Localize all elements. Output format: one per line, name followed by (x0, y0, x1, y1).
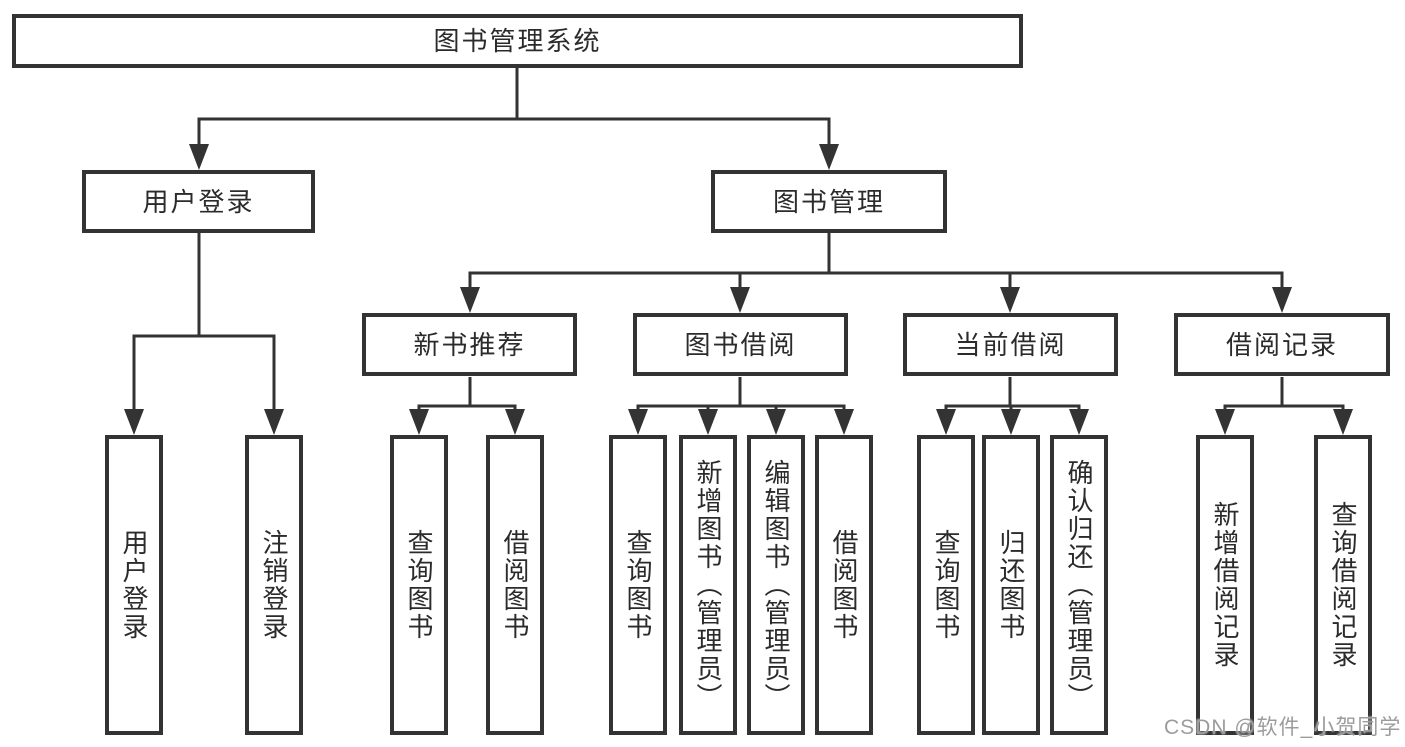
leaf-borrow-books-borrowing-label: 借阅图书 (829, 529, 859, 641)
connector-borrow-records-branch (1223, 377, 1345, 412)
arrow-down-icon (189, 144, 209, 170)
leaf-add-borrow-record-label: 新增借阅记录 (1210, 501, 1240, 669)
leaf-logout: 注销登录 (245, 435, 303, 735)
arrow-down-icon (936, 409, 956, 435)
arrow-down-icon (1333, 409, 1353, 435)
leaf-return-books-label: 归还图书 (996, 529, 1026, 641)
leaf-query-borrow-record: 查询借阅记录 (1314, 435, 1372, 735)
node-book-borrowing-label: 图书借阅 (684, 329, 797, 360)
connector-level2-bar (197, 117, 831, 150)
arrow-down-icon (505, 409, 525, 435)
leaf-query-books-borrowing-label: 查询图书 (623, 529, 653, 641)
leaf-borrow-books-recommend-label: 借阅图书 (500, 529, 530, 641)
node-book-management-system-label: 图书管理系统 (433, 26, 602, 56)
leaf-edit-book-admin: 编辑图书（管理员） (747, 435, 805, 735)
arrow-down-icon (1215, 409, 1235, 435)
leaf-return-books: 归还图书 (982, 435, 1040, 735)
leaf-user-login-label: 用户登录 (119, 529, 149, 641)
leaf-borrow-books-borrowing: 借阅图书 (815, 435, 873, 735)
node-user-login-label: 用户登录 (142, 186, 255, 217)
arrow-down-icon (1001, 409, 1021, 435)
node-book-management-system: 图书管理系统 (12, 14, 1023, 68)
arrow-down-icon (698, 409, 718, 435)
arrow-down-icon (766, 409, 786, 435)
leaf-query-books-recommend: 查询图书 (390, 435, 448, 735)
connector-level3-bar (468, 271, 1284, 291)
leaf-query-books-borrowing: 查询图书 (609, 435, 667, 735)
arrow-down-icon (628, 409, 648, 435)
arrow-down-icon (409, 409, 429, 435)
connector-new-book-branch (417, 377, 517, 412)
watermark: CSDN @软件_小贺同学 (1164, 716, 1402, 739)
arrow-down-icon (819, 144, 839, 170)
leaf-edit-book-admin-label: 编辑图书（管理员） (761, 459, 791, 711)
leaf-query-borrow-record-label: 查询借阅记录 (1328, 501, 1358, 669)
node-book-borrowing: 图书借阅 (633, 313, 848, 376)
leaf-add-book-admin: 新增图书（管理员） (679, 435, 737, 735)
node-current-borrowing: 当前借阅 (903, 313, 1118, 376)
arrow-down-icon (124, 409, 144, 435)
arrow-down-icon (264, 409, 284, 435)
leaf-query-books-recommend-label: 查询图书 (404, 529, 434, 641)
node-new-book-recommend-label: 新书推荐 (413, 329, 526, 360)
leaf-logout-label: 注销登录 (259, 529, 289, 641)
leaf-add-book-admin-label: 新增图书（管理员） (693, 459, 723, 711)
arrow-down-icon (1069, 409, 1089, 435)
leaf-user-login: 用户登录 (105, 435, 163, 735)
leaf-confirm-return-admin: 确认归还（管理员） (1050, 435, 1108, 735)
leaf-borrow-books-recommend: 借阅图书 (486, 435, 544, 735)
leaf-query-books-current: 查询图书 (917, 435, 975, 735)
node-borrowing-records: 借阅记录 (1174, 313, 1390, 376)
node-current-borrowing-label: 当前借阅 (954, 329, 1067, 360)
connector-current-borrow-branch (944, 377, 1081, 412)
leaf-add-borrow-record: 新增借阅记录 (1196, 435, 1254, 735)
arrow-down-icon (460, 287, 480, 313)
leaf-confirm-return-admin-label: 确认归还（管理员） (1064, 459, 1094, 711)
node-borrowing-records-label: 借阅记录 (1225, 329, 1338, 360)
connector-book-borrow-branch (636, 377, 846, 412)
arrow-down-icon (834, 409, 854, 435)
node-new-book-recommend: 新书推荐 (362, 313, 577, 376)
arrow-down-icon (1000, 287, 1020, 313)
node-user-login: 用户登录 (82, 170, 315, 233)
arrow-down-icon (1272, 287, 1292, 313)
arrow-down-icon (730, 287, 750, 313)
node-book-management: 图书管理 (711, 170, 947, 233)
node-book-management-label: 图书管理 (772, 186, 885, 217)
leaf-query-books-current-label: 查询图书 (931, 529, 961, 641)
connector-user-login-branch (132, 233, 276, 413)
